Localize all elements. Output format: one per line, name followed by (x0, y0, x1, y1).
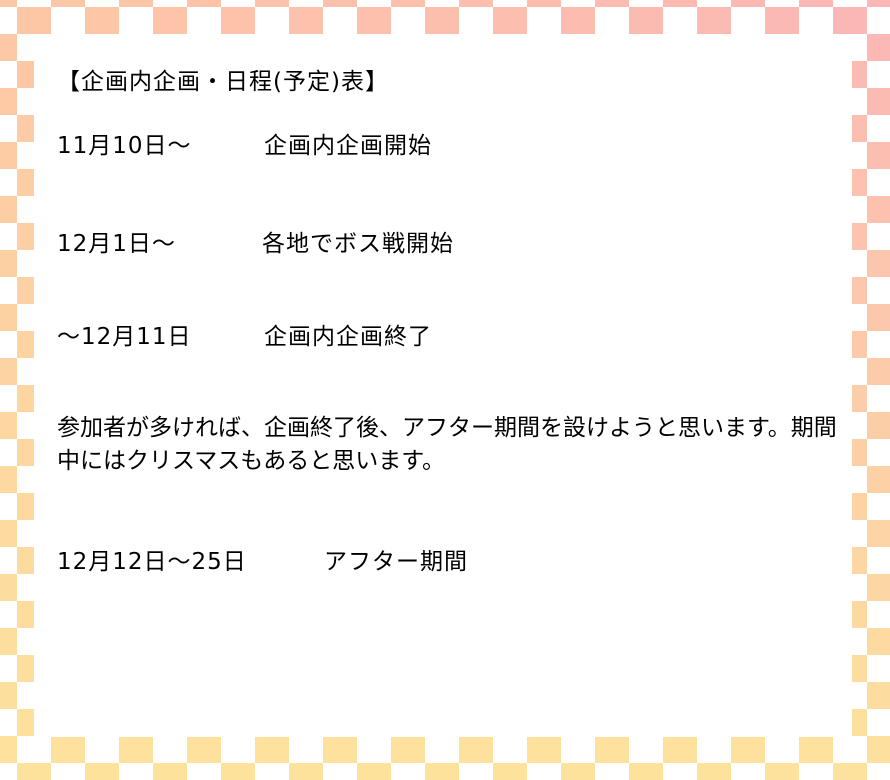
checker-cell (867, 628, 890, 655)
checker-cell (0, 304, 17, 331)
checker-cell (527, 736, 561, 763)
checker-cell (765, 763, 799, 780)
checker-cell (425, 763, 459, 780)
checker-cell (0, 34, 17, 61)
checker-cell (867, 682, 890, 709)
checker-cell (0, 574, 17, 601)
checker-cell (0, 520, 17, 547)
checker-cell (629, 763, 663, 780)
checker-cell (119, 0, 153, 7)
checker-cell (867, 412, 890, 439)
checker-cell (17, 7, 51, 34)
checker-cell (0, 682, 17, 709)
checker-cell (357, 763, 391, 780)
checker-cell (867, 250, 890, 277)
checker-cell (221, 763, 255, 780)
checker-cell (187, 0, 221, 7)
checker-cell (153, 763, 187, 780)
checker-cell (0, 0, 17, 7)
checker-cell (0, 142, 17, 169)
checker-cell (697, 7, 731, 34)
checker-cell (867, 34, 890, 61)
checker-cell (221, 7, 255, 34)
checker-cell (867, 142, 890, 169)
checker-cell (0, 466, 17, 493)
checker-cell (765, 7, 799, 34)
checker-cell (595, 736, 629, 763)
checker-cell (0, 628, 17, 655)
checker-cell (289, 7, 323, 34)
checker-cell (595, 0, 629, 7)
checker-cell (867, 574, 890, 601)
checker-cell (867, 0, 890, 7)
checker-cell (731, 736, 765, 763)
schedule-event: 各地でボス戦開始 (262, 231, 454, 257)
checker-cell (153, 7, 187, 34)
schedule-date: 12月1日～ (57, 231, 176, 257)
checker-cell (51, 0, 85, 7)
checker-cell (867, 520, 890, 547)
checker-cell (799, 736, 833, 763)
checker-cell (663, 0, 697, 7)
schedule-event: 企画内企画終了 (264, 324, 432, 350)
checker-cell (663, 736, 697, 763)
checker-cell (697, 763, 731, 780)
checker-cell (0, 412, 17, 439)
checker-cell (357, 7, 391, 34)
checker-cell (867, 736, 890, 763)
checker-cell (289, 763, 323, 780)
checker-cell (0, 736, 17, 763)
checker-cell (0, 358, 17, 385)
schedule-row: 11月10日～ 企画内企画開始 (57, 126, 431, 160)
checker-cell (85, 7, 119, 34)
page-title: 【企画内企画・日程(予定)表】 (57, 69, 389, 95)
checker-cell (255, 736, 289, 763)
schedule-row: ～12月11日 企画内企画終了 (57, 317, 431, 351)
checker-cell (867, 88, 890, 115)
checker-cell (85, 763, 119, 780)
checker-cell (0, 196, 17, 223)
checker-cell (255, 0, 289, 7)
checker-cell (17, 763, 51, 780)
checker-cell (867, 358, 890, 385)
checker-cell (867, 196, 890, 223)
note-paragraph: 参加者が多ければ、企画終了後、アフター期間を設けようと思います。期間中にはクリス… (57, 415, 837, 474)
checker-cell (0, 250, 17, 277)
schedule-row-after: 12月12日～25日 アフター期間 (57, 542, 467, 576)
schedule-event: アフター期間 (324, 549, 468, 575)
checker-cell (425, 7, 459, 34)
checker-cell (731, 0, 765, 7)
schedule-date: ～12月11日 (57, 324, 192, 350)
schedule-date: 11月10日～ (57, 133, 192, 159)
checker-cell (323, 736, 357, 763)
checker-cell (629, 7, 663, 34)
checker-cell (833, 763, 867, 780)
checker-cell (391, 736, 425, 763)
checker-cell (391, 0, 425, 7)
checker-cell (459, 0, 493, 7)
checker-cell (799, 0, 833, 7)
checker-cell (51, 736, 85, 763)
checker-cell (119, 736, 153, 763)
checker-cell (0, 88, 17, 115)
schedule-row: 12月1日～ 各地でボス戦開始 (57, 224, 453, 258)
checker-cell (561, 763, 595, 780)
checker-cell (493, 7, 527, 34)
checker-cell (867, 304, 890, 331)
checker-cell (493, 763, 527, 780)
checker-cell (187, 736, 221, 763)
checker-cell (323, 0, 357, 7)
checker-cell (459, 736, 493, 763)
schedule-date: 12月12日～25日 (57, 549, 247, 575)
checker-cell (833, 7, 867, 34)
content-panel (34, 34, 852, 737)
checker-cell (867, 466, 890, 493)
schedule-event: 企画内企画開始 (264, 133, 432, 159)
checker-cell (527, 0, 561, 7)
checker-cell (561, 7, 595, 34)
